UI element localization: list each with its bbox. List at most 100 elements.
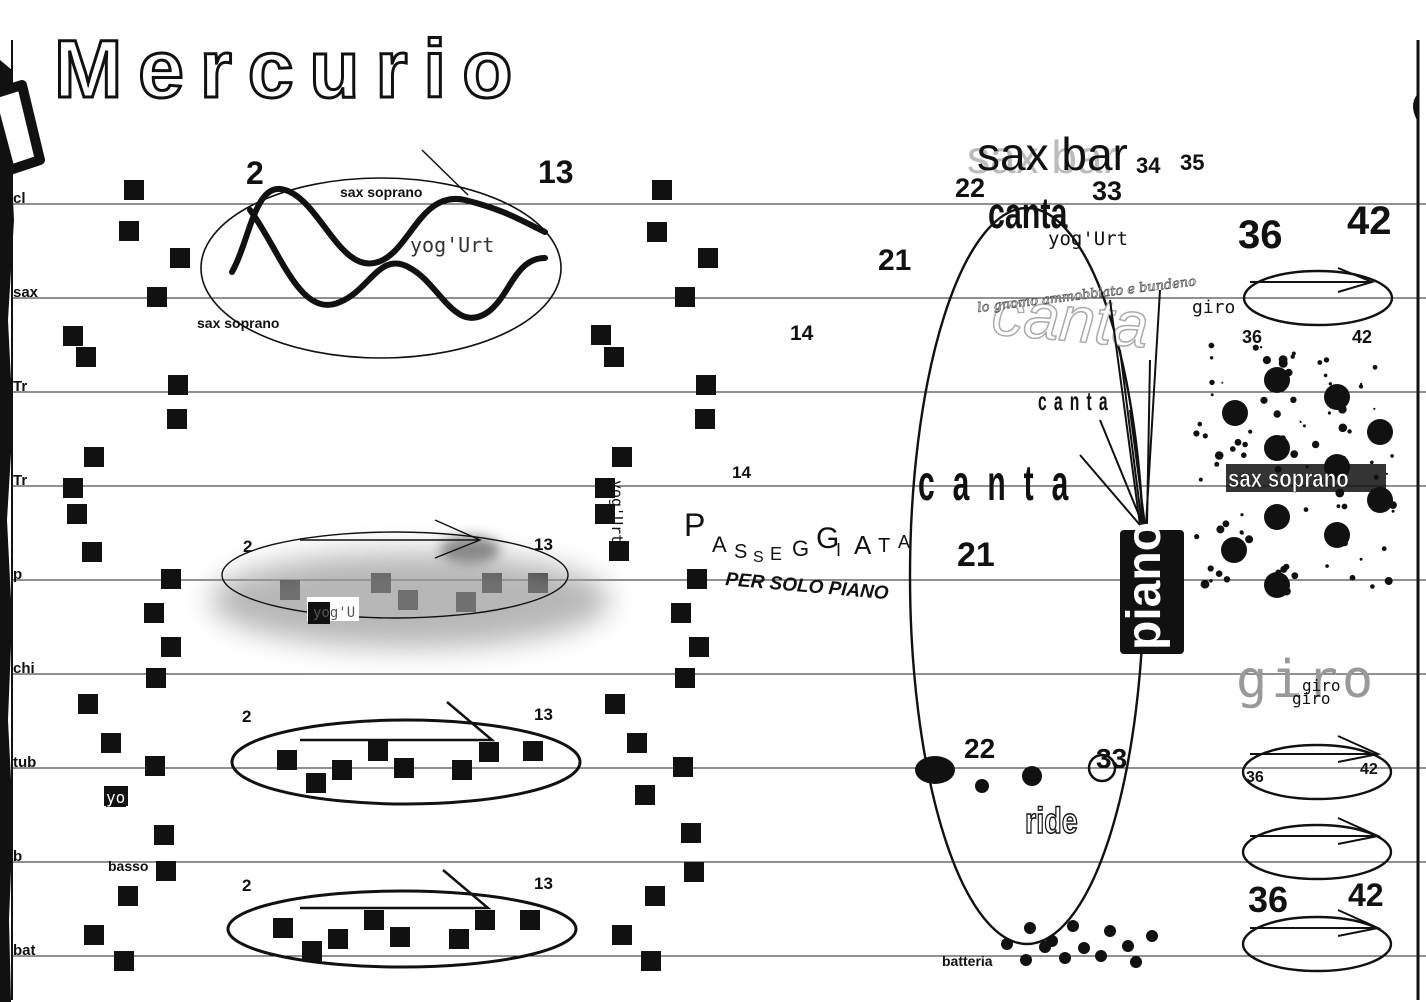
number-33-top: 33 xyxy=(1092,176,1122,206)
tub-giro-number-36: 36 xyxy=(1246,769,1264,786)
basso-label: basso xyxy=(108,858,148,874)
splatter-fleck xyxy=(1239,530,1244,535)
yo-label: yo xyxy=(106,788,125,807)
splatter-fleck xyxy=(1372,364,1378,370)
note-square xyxy=(170,248,190,268)
note-square xyxy=(328,929,348,949)
note-square xyxy=(449,929,469,949)
yogurt-label: yog'Urt xyxy=(410,233,494,257)
tub-number-22: 22 xyxy=(964,733,995,764)
note-square xyxy=(156,861,176,881)
splatter-fleck xyxy=(1262,356,1271,365)
splatter-fleck xyxy=(1209,579,1213,583)
splatter-fleck xyxy=(1269,384,1277,392)
splatter-fleck xyxy=(1323,373,1328,378)
splatter-fleck xyxy=(1384,577,1393,585)
note-square xyxy=(523,741,543,761)
note-square xyxy=(684,862,704,882)
note-square xyxy=(635,785,655,805)
note-square xyxy=(118,886,138,906)
note-square xyxy=(609,541,629,561)
tub-giro-arrow xyxy=(1250,735,1382,763)
tub-arrow xyxy=(300,701,496,742)
tub-big-dot xyxy=(915,756,955,784)
note-square xyxy=(124,180,144,200)
note-square xyxy=(364,910,384,930)
splatter-fleck xyxy=(1290,354,1295,359)
batteria-dot xyxy=(1020,954,1032,966)
number-42-top: 42 xyxy=(1347,199,1392,243)
note-square xyxy=(394,758,414,778)
note-square xyxy=(675,668,695,688)
bat-arrow xyxy=(300,869,492,910)
splatter-fleck xyxy=(1209,379,1215,386)
number-42-second: 42 xyxy=(1352,327,1372,347)
yogurt-canta-label: yog'Urt xyxy=(1048,228,1128,250)
splatter-fleck xyxy=(1278,355,1288,364)
right-clef-fragment xyxy=(1413,94,1419,121)
splatter-fleck xyxy=(1338,405,1347,414)
number-21-upper: 21 xyxy=(878,244,911,277)
splatter-fleck xyxy=(1291,572,1299,580)
tub-ellipse xyxy=(230,718,582,806)
note-square xyxy=(673,757,693,777)
number-34: 34 xyxy=(1136,153,1161,178)
batteria-dot xyxy=(1024,922,1036,934)
batteria-dots xyxy=(1001,920,1158,968)
splatter-fleck xyxy=(1280,565,1288,573)
note-square xyxy=(475,910,495,930)
batteria-dot xyxy=(1001,938,1013,950)
splatter-fleck xyxy=(1370,584,1375,589)
bat-giro-ellipse xyxy=(1241,915,1393,973)
batteria-label: batteria xyxy=(942,953,993,969)
splatter-fleck xyxy=(1311,440,1320,449)
splatter-fleck xyxy=(1193,430,1200,437)
sax-soprano-label-bottom: sax soprano xyxy=(197,315,279,331)
splatter-fleck xyxy=(1317,360,1323,365)
b-giro-ellipse xyxy=(1241,823,1393,881)
splatter-fleck xyxy=(1280,435,1286,441)
note-square xyxy=(368,741,388,761)
instrument-label: b xyxy=(13,848,22,865)
splatter-dot xyxy=(1221,537,1247,563)
giro-small-1: giro xyxy=(1302,676,1341,695)
splatter-fleck xyxy=(1358,384,1364,389)
splatter-fleck xyxy=(1275,569,1282,576)
splatter-fleck xyxy=(1328,382,1333,386)
splatter-fleck xyxy=(1390,454,1394,458)
note-square xyxy=(332,760,352,780)
bat-number-13: 13 xyxy=(534,874,553,893)
section1-number-13: 13 xyxy=(538,154,574,190)
sax-bar-label: sax bar xyxy=(977,128,1128,180)
piano-number-2: 2 xyxy=(243,537,252,556)
note-square xyxy=(82,542,102,562)
yo-label-bg xyxy=(104,786,128,806)
note-square xyxy=(681,823,701,843)
batteria-dot xyxy=(1104,925,1116,937)
tub-giro-ellipse xyxy=(1241,743,1393,801)
splatter-fleck xyxy=(1385,472,1388,475)
sax-wave-lower xyxy=(247,207,548,321)
note-square xyxy=(273,918,293,938)
batteria-dot xyxy=(1130,956,1142,968)
note-square xyxy=(119,221,139,241)
splatter-fleck xyxy=(1323,357,1330,363)
note-square xyxy=(452,760,472,780)
note-square xyxy=(114,951,134,971)
giro-ellipse-top xyxy=(1242,269,1394,327)
splatter-fleck xyxy=(1273,410,1281,418)
number-14-lower: 14 xyxy=(732,463,751,482)
splatter-fleck xyxy=(1260,396,1268,404)
splatter-fleck xyxy=(1259,346,1263,349)
splatter-fleck xyxy=(1223,576,1231,583)
note-square xyxy=(695,409,715,429)
batteria-dot xyxy=(1078,942,1090,954)
sax-ellipse xyxy=(200,177,562,359)
note-square xyxy=(675,287,695,307)
note-square xyxy=(76,347,96,367)
splatter-fleck xyxy=(1234,438,1242,446)
note-square xyxy=(479,742,499,762)
instrument-label: cl xyxy=(13,190,26,207)
